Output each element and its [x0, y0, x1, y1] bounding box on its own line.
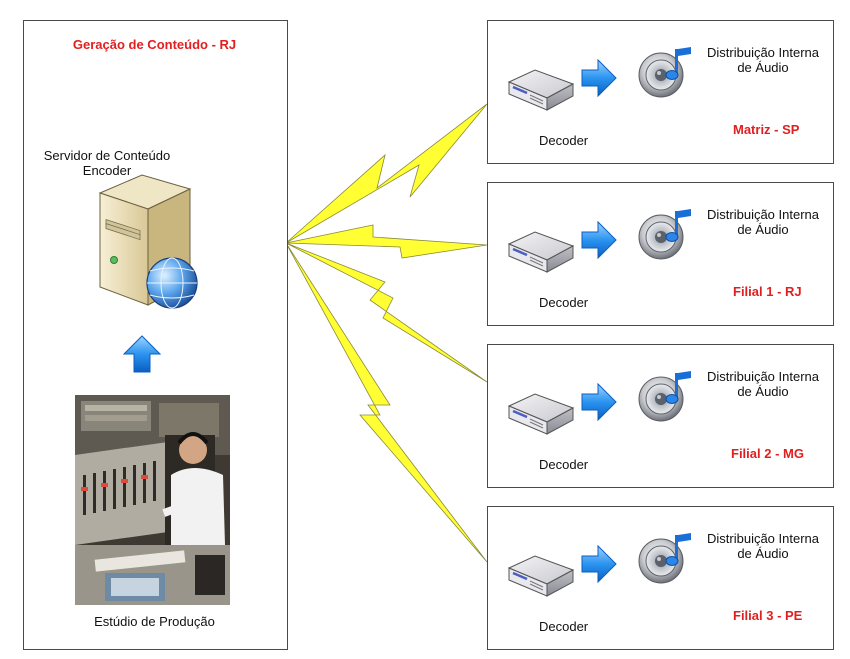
decoder-box-icon	[507, 68, 575, 112]
distribution-label-line1: Distribuição Interna	[707, 45, 819, 60]
server-label-line2: Encoder	[82, 163, 132, 178]
source-title: Geração de Conteúdo - RJ	[72, 37, 237, 52]
radio-studio-photo	[75, 395, 230, 605]
server-label-line1: Servidor de Conteúdo	[43, 148, 171, 163]
distribution-label: Distribuição Interna de Áudio	[698, 45, 828, 75]
decoder-label: Decoder	[539, 295, 589, 310]
distribution-label-line2: de Áudio	[737, 546, 789, 561]
blue-right-arrow-icon	[581, 221, 617, 259]
decoder-box-icon	[507, 230, 575, 274]
distribution-label-line2: de Áudio	[737, 222, 789, 237]
lightning-bolt-icon	[285, 224, 488, 259]
distribution-label-line1: Distribuição Interna	[707, 369, 819, 384]
blue-right-arrow-icon	[581, 59, 617, 97]
speaker-music-note-icon	[638, 46, 692, 98]
decoder-label: Decoder	[539, 619, 589, 634]
distribution-label-line2: de Áudio	[737, 60, 789, 75]
lightning-bolt-icon	[285, 242, 488, 383]
distribution-label-line2: de Áudio	[737, 384, 789, 399]
decoder-label: Decoder	[539, 133, 589, 148]
studio-label: Estúdio de Produção	[94, 614, 215, 629]
blue-right-arrow-icon	[581, 383, 617, 421]
lightning-bolt-icon	[285, 242, 488, 563]
decoder-box-icon	[507, 392, 575, 436]
distribution-label-line1: Distribuição Interna	[707, 207, 819, 222]
speaker-music-note-icon	[638, 208, 692, 260]
lightning-bolt-icon	[285, 103, 488, 244]
branch-location: Filial 2 - MG	[731, 446, 804, 461]
speaker-music-note-icon	[638, 370, 692, 422]
server-globe-icon	[98, 174, 198, 309]
distribution-label-line1: Distribuição Interna	[707, 531, 819, 546]
branch-location: Matriz - SP	[733, 122, 800, 137]
branch-location: Filial 3 - PE	[733, 608, 803, 623]
blue-up-arrow-icon	[123, 335, 161, 373]
blue-right-arrow-icon	[581, 545, 617, 583]
server-label: Servidor de Conteúdo Encoder	[32, 148, 182, 178]
decoder-box-icon	[507, 554, 575, 598]
speaker-music-note-icon	[638, 532, 692, 584]
distribution-label: Distribuição Interna de Áudio	[698, 369, 828, 399]
decoder-label: Decoder	[539, 457, 589, 472]
distribution-label: Distribuição Interna de Áudio	[698, 531, 828, 561]
branch-location: Filial 1 - RJ	[733, 284, 802, 299]
distribution-label: Distribuição Interna de Áudio	[698, 207, 828, 237]
